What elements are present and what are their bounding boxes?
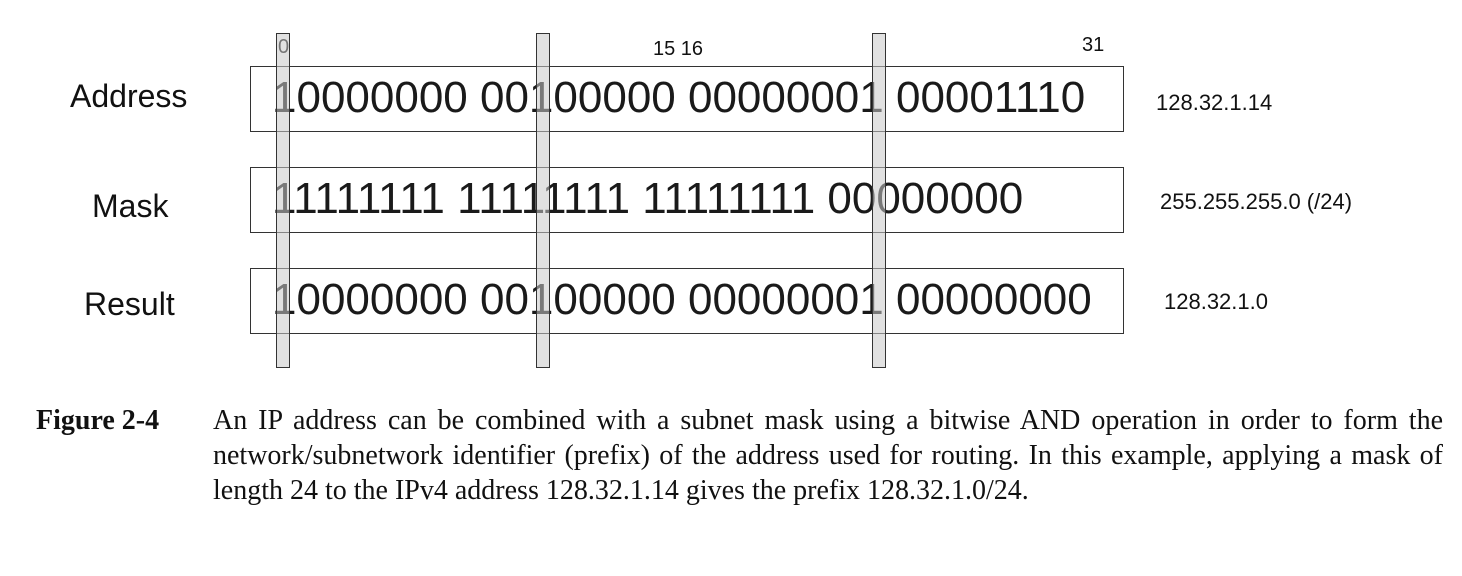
- bit-0-highlight: [276, 33, 290, 368]
- mask-bits-box: [250, 167, 1124, 233]
- address-dotted-decimal: 128.32.1.14: [1156, 90, 1273, 115]
- result-dotted-decimal: 128.32.1.0: [1164, 289, 1268, 314]
- address-bits: 10000000 00100000 00000001 00001110: [272, 73, 1086, 122]
- row-label-result: Result: [84, 286, 175, 322]
- bit-31-highlight: [872, 33, 886, 368]
- row-label-address: Address: [70, 78, 188, 114]
- address-bits-box: [250, 66, 1124, 132]
- bit-15-highlight: [536, 33, 550, 368]
- result-bits-box: [250, 268, 1124, 334]
- figure-label: Figure 2-4: [36, 405, 160, 436]
- figure-caption-text: An IP address can be combined with a sub…: [213, 405, 1443, 506]
- result-bits: 10000000 00100000 00000001 00000000: [272, 275, 1092, 324]
- bit-index-15-16: 15 16: [653, 38, 704, 60]
- row-label-mask: Mask: [92, 188, 169, 224]
- mask-bits: 11111111 11111111 11111111 00000000: [272, 174, 1024, 223]
- subnet-mask-diagram: 0 15 16 31 Address 10000000 00100000 000…: [70, 33, 1353, 368]
- mask-dotted-decimal: 255.255.255.0 (/24): [1160, 189, 1353, 214]
- bit-index-31: 31: [1082, 34, 1105, 56]
